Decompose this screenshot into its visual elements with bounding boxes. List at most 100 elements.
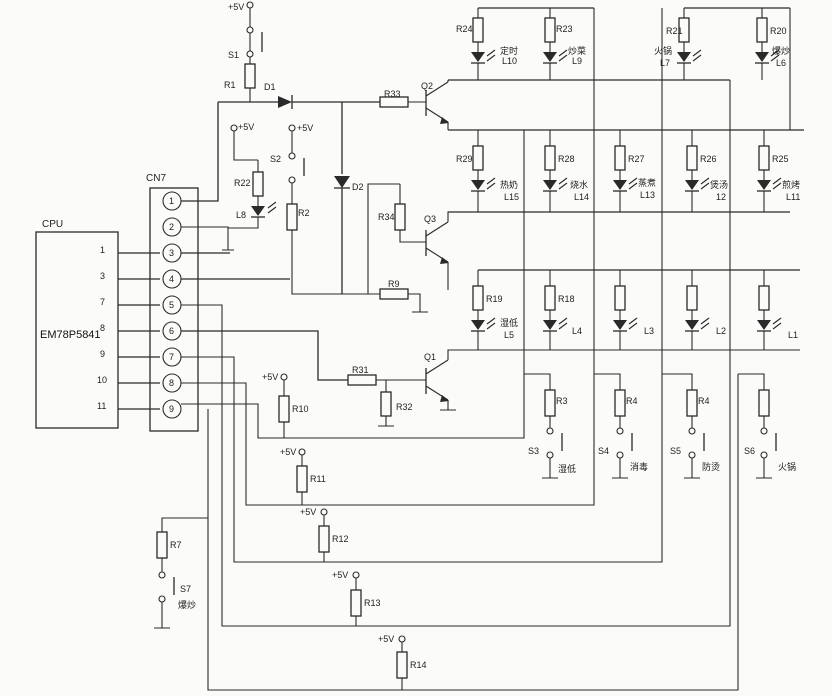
resistor-r18-label: R18 [558,294,575,304]
cpu-pin: 9 [100,349,105,359]
connector-pin: 6 [169,326,174,336]
switch-row: R3 S3 湿低 R4 S4 消毒 R4 S5 防烫 S6 火锅 [524,373,796,479]
resistor-r33-label: R33 [384,89,401,99]
led-l4-id: L4 [572,326,582,336]
connector-pin: 9 [169,404,174,414]
led-l8-label: L8 [236,210,246,220]
led-l10-id: L10 [502,56,517,66]
switch-s7-text: 爆炒 [178,599,196,610]
cpu-label: CPU [42,219,63,230]
supply-label: +5V [262,372,278,382]
connector-pin: 3 [169,248,174,258]
cpu-pin: 3 [100,271,105,281]
led-l12-name: 煲汤 [710,179,728,190]
switch-s3-text: 湿低 [558,463,576,474]
resistor-r4-label: R4 [698,396,710,406]
supply-label: +5V [228,2,244,12]
connector-label: CN7 [146,173,166,184]
resistor-r14-label: R14 [410,660,427,670]
resistor-r29-label: R29 [456,154,473,164]
switch-s5-label: S5 [670,446,681,456]
supply-label: +5V [300,507,316,517]
transistor-q3-label: Q3 [424,214,436,224]
transistor-q1-label: Q1 [424,352,436,362]
resistor-r31-label: R31 [352,365,369,375]
led-l10-name: 定时 [500,45,518,56]
supply-label: +5V [280,447,296,457]
supply-label: +5V [238,122,254,132]
resistor-r20-label: R20 [770,26,787,36]
switch-s2-label: S2 [270,154,281,164]
resistor-r11-label: R11 [310,474,326,484]
switch-s4-text: 消毒 [630,461,648,472]
led-l7-id: L7 [660,58,670,68]
s2-r2-branch: +5V S2 R2 [181,123,380,295]
r33-q2-section: R33 Q2 [379,79,804,131]
resistor-r1-label: R1 [224,80,236,90]
resistor-r24-label: R24 [456,24,473,34]
cpu-chip-name: EM78P5841 [40,329,101,341]
resistor-r26-label: R26 [700,154,717,164]
led-l14-name: 烧水 [570,179,588,190]
s7-r7-branch: R7 S7 爆炒 [154,517,208,629]
cpu-block: CPU EM78P5841 1 3 7 8 9 10 11 [35,219,160,429]
resistor-r2-label: R2 [298,208,310,218]
resistor-r7-label: R7 [170,540,182,550]
cpu-pin: 1 [100,245,105,255]
supply-label: +5V [297,123,313,133]
supply-label: +5V [332,570,348,580]
resistor-r22-label: R22 [234,178,251,188]
led-l5-id: L5 [504,330,514,340]
led-row-middle: R29 热奶 L15 R28 烧水 L14 R27 蒸煮 L13 R26 煲汤 … [448,130,800,213]
resistor-r32-label: R32 [396,402,413,412]
resistor-r9-label: R9 [388,279,400,289]
led-l12-id: 12 [716,192,726,202]
led-l5-name: 湿低 [500,317,518,328]
resistor-r4-label: R4 [626,396,638,406]
connector-pin: 1 [169,196,174,206]
switch-s4-label: S4 [598,446,609,456]
diode-d2-label: D2 [352,182,364,192]
resistor-r10-label: R10 [292,404,309,414]
resistor-r23-label: R23 [556,24,573,34]
led-l13-id: L13 [640,190,655,200]
led-l9-name: 炒菜 [568,45,586,56]
led-l7-name: 火锅 [654,46,672,56]
led-l2-id: L2 [716,326,726,336]
connector-pin: 8 [169,378,174,388]
led-l6-name: 爆炒 [772,45,790,56]
led-l3-id: L3 [644,326,654,336]
switch-s6-label: S6 [744,446,755,456]
led-l1-id: L1 [788,330,798,340]
diode-d1-label: D1 [264,82,276,92]
switch-s3-label: S3 [528,446,539,456]
led-row-top: R24 定时 L10 R23 炒菜 L9 R21 火锅 L7 R20 爆炒 L6 [456,7,791,350]
transistor-q2-label: Q2 [421,81,433,91]
cpu-pin: 10 [97,375,107,385]
resistor-r12-label: R12 [332,534,349,544]
led-l13-name: 蒸煮 [638,177,656,188]
pullup-resistors: +5V R10 +5V R11 +5V R12 +5V R13 +5V R14 [262,372,427,690]
supply-label: +5V [378,634,394,644]
switch-s1-label: S1 [228,50,239,60]
cpu-pin: 11 [97,401,106,411]
l8-r22-branch: +5V R22 L8 [181,122,277,251]
led-l15-name: 热奶 [500,179,518,190]
connector-cn7: CN7 1 2 3 4 5 6 7 8 9 [146,173,199,432]
cpu-pin: 8 [100,323,105,333]
led-l11-id: L11 [786,192,800,202]
s1-r1-d1-circuit: +5V S1 R1 D1 [181,1,380,202]
switch-s7-label: S7 [180,584,191,594]
led-l6-id: L6 [776,58,786,68]
led-l14-id: L14 [574,192,589,202]
led-l11-name: 煎烤 [782,179,800,190]
r31-q1-section: R31 R32 Q1 [181,330,800,427]
connector-pin: 5 [169,300,174,310]
led-l9-id: L9 [572,56,582,66]
switch-s6-text: 火锅 [778,462,796,472]
resistor-r13-label: R13 [364,598,381,608]
column-buses [181,8,739,691]
connector-pin: 2 [169,222,174,232]
